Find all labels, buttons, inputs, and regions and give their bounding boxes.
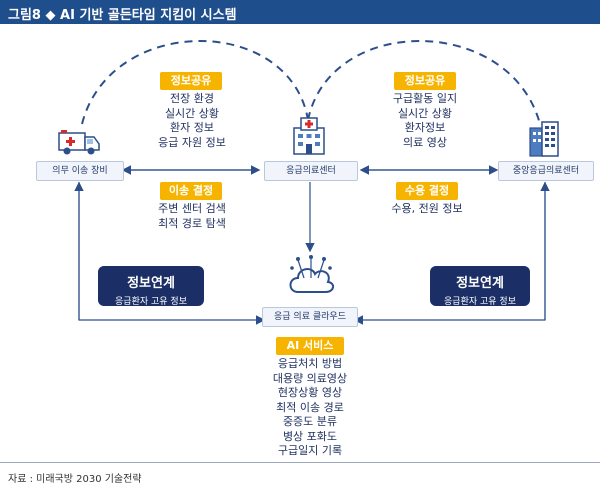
dashed-arc-left xyxy=(81,40,309,125)
info-share-right-list: 구급활동 일지 실시간 상황 환자정보 의료 영상 xyxy=(378,92,472,150)
list-item: 의료 영상 xyxy=(403,135,447,149)
info-link-left-title: 정보연계 xyxy=(127,276,175,291)
list-item: 구급일지 기록 xyxy=(277,444,343,457)
source-note: 자료 : 미래국방 2030 기술전략 xyxy=(8,474,142,485)
list-item: 현장상황 영상 xyxy=(277,386,343,399)
list-item: 환자 정보 xyxy=(170,121,214,134)
ai-service-list: 응급처치 방법 대용량 의료영상 현장상황 영상 최적 이송 경로 중증도 분류… xyxy=(248,357,372,459)
info-link-left: 정보연계 응급환자 고유 정보 xyxy=(98,266,204,307)
figure-title: 그림8 ◆ AI 기반 골든타임 지킴이 시스템 xyxy=(8,8,237,23)
list-item: 실시간 상황 xyxy=(397,106,453,120)
list-item: 수용, 전원 정보 xyxy=(391,202,463,215)
node-emergency-center: 응급의료센터 xyxy=(264,161,358,181)
list-item: 응급처치 방법 xyxy=(277,357,343,370)
accept-list: 수용, 전원 정보 xyxy=(380,202,474,217)
cloud-icon xyxy=(289,255,334,293)
hospital-icon xyxy=(293,117,325,155)
info-share-left-list: 전장 환경 실시간 상황 환자 정보 응급 자원 정보 xyxy=(146,92,238,150)
info-link-right: 정보연계 응급환자 고유 정보 xyxy=(430,266,530,307)
list-item: 응급 자원 정보 xyxy=(158,135,226,149)
list-item: 실시간 상황 xyxy=(164,106,220,120)
info-link-right-sub: 응급환자 고유 정보 xyxy=(444,297,516,307)
transfer-list: 주변 센터 검색 최적 경로 탐색 xyxy=(140,202,244,231)
label-info-share-right: 정보공유 xyxy=(394,72,456,90)
label-info-share-left: 정보공유 xyxy=(160,72,222,90)
building-icon xyxy=(529,121,559,157)
list-item: 중증도 분류 xyxy=(282,415,338,428)
list-item: 병상 포화도 xyxy=(282,429,338,443)
title-bar: 그림8 ◆ AI 기반 골든타임 지킴이 시스템 xyxy=(0,0,600,24)
label-ai-service: AI 서비스 xyxy=(276,337,344,355)
info-link-left-sub: 응급환자 고유 정보 xyxy=(115,297,187,307)
list-item: 주변 센터 검색 xyxy=(158,202,226,215)
ambulance-icon xyxy=(58,130,100,155)
list-item: 최적 이송 경로 xyxy=(276,400,344,414)
info-link-right-title: 정보연계 xyxy=(456,276,504,291)
label-accept-decision: 수용 결정 xyxy=(396,182,458,200)
list-item: 대용량 의료영상 xyxy=(272,371,348,385)
list-item: 환자정보 xyxy=(404,121,446,134)
diagram: 의무 이송 장비 응급의료센터 중앙응급의료센터 정보공유 전장 환경 실시간 xyxy=(0,24,600,460)
node-ambulance: 의무 이송 장비 xyxy=(36,161,124,181)
node-cloud: 응급 의료 클라우드 xyxy=(262,307,358,327)
connector-lines xyxy=(74,40,550,325)
node-central-center: 중앙응급의료센터 xyxy=(498,161,594,181)
label-transfer-decision: 이송 결정 xyxy=(160,182,222,200)
divider xyxy=(0,462,600,463)
list-item: 구급활동 일지 xyxy=(392,92,458,105)
list-item: 최적 경로 탐색 xyxy=(158,216,226,230)
list-item: 전장 환경 xyxy=(170,92,214,105)
